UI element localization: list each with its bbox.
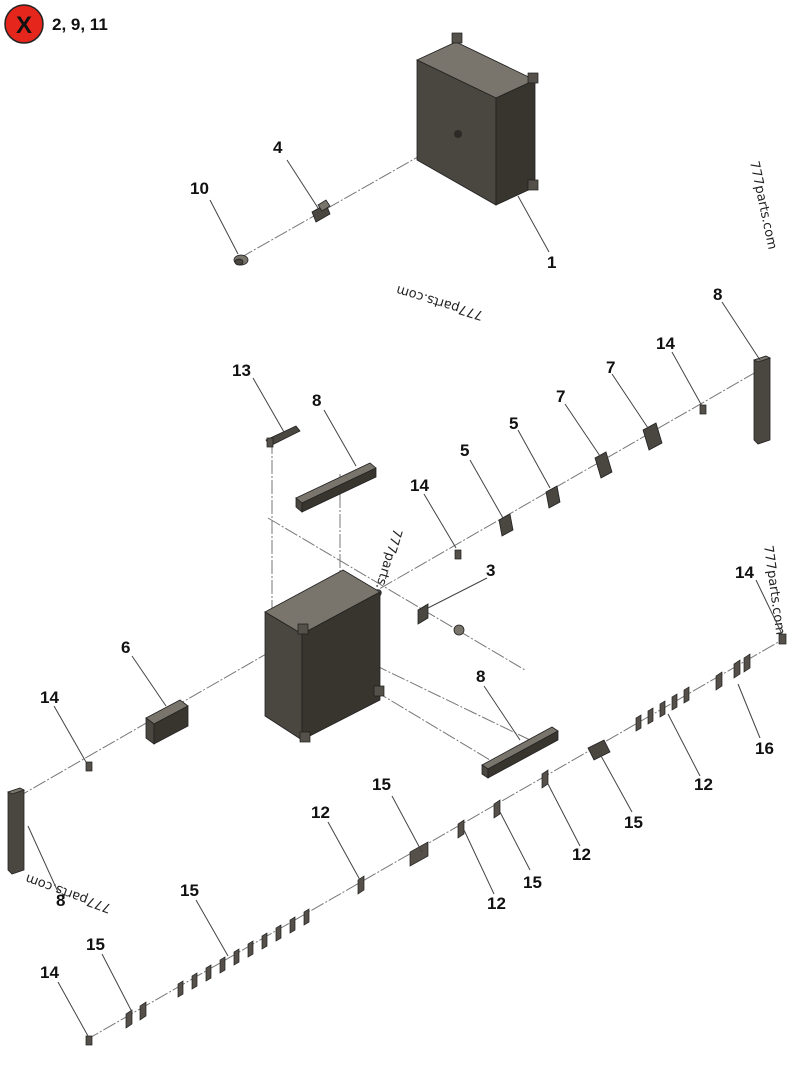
callout-15: 15	[180, 881, 199, 900]
callout-15: 15	[523, 873, 542, 892]
clip-part-12-mid	[541, 769, 549, 789]
clip-part-7-a	[594, 451, 613, 479]
clip-part-5-a	[498, 513, 514, 537]
callout-5: 5	[460, 441, 469, 460]
callout-5: 5	[509, 414, 518, 433]
watermark: 777parts.com	[395, 282, 486, 323]
excluded-items-text: 2, 9, 11	[52, 15, 108, 34]
block-part-15	[587, 739, 611, 761]
watermark: 777parts.com	[24, 870, 114, 915]
watermark: 777parts.com	[746, 160, 779, 251]
channel-part-8-lower	[481, 726, 559, 779]
callout-8: 8	[713, 285, 722, 304]
middle-assembly	[6, 301, 772, 893]
cap-part-14-bottom	[85, 1035, 93, 1046]
clip-part-4	[311, 199, 331, 223]
clip-part-15-c	[493, 799, 501, 819]
callout-10: 10	[190, 179, 209, 198]
callout-14: 14	[410, 476, 429, 495]
clips-part-15-left	[125, 1001, 147, 1029]
cap-part-14-mid	[454, 549, 462, 560]
callout-14: 14	[656, 334, 675, 353]
callout-8: 8	[312, 391, 321, 410]
x-circle-icon	[4, 4, 44, 44]
box-part-1	[416, 32, 539, 206]
callout-12: 12	[311, 803, 330, 822]
box-part-center	[264, 569, 385, 743]
clip-part-15-mid	[409, 841, 429, 867]
block-part-8-top-right	[752, 355, 772, 445]
block-part-8-left	[6, 787, 26, 875]
clip-part-5-b	[545, 485, 561, 509]
callout-1: 1	[547, 253, 556, 272]
watermark: 777parts.com	[760, 544, 787, 635]
clips-part-15-long	[177, 908, 310, 998]
cap-part-10	[233, 254, 249, 266]
callout-8: 8	[56, 891, 65, 910]
channel-part-8-upper	[295, 462, 377, 513]
callout-3: 3	[486, 561, 495, 580]
callout-13: 13	[232, 361, 251, 380]
callout-14: 14	[40, 963, 59, 982]
callout-14: 14	[735, 563, 754, 582]
callout-15: 15	[86, 935, 105, 954]
callout-15: 15	[372, 775, 391, 794]
excluded-items-badge: X 2, 9, 11	[4, 4, 108, 44]
clip-part-7-b	[642, 422, 663, 451]
callout-12: 12	[572, 845, 591, 864]
clips-part-16	[715, 653, 751, 691]
callout-numbers: 1 4 10 8 14 7 7 5 5 13 8 14 3 6 14 14 16…	[40, 138, 774, 982]
cap-part-14-right	[778, 633, 787, 645]
bracket-part-3	[417, 603, 465, 636]
clip-part-12-d	[357, 875, 365, 895]
top-assembly	[209, 32, 550, 266]
callout-12: 12	[694, 775, 713, 794]
clip-part-12-c	[457, 819, 465, 839]
callout-8: 8	[476, 667, 485, 686]
cap-part-14-top	[699, 404, 707, 415]
callout-16: 16	[755, 739, 774, 758]
clips-part-12-right	[635, 686, 690, 732]
callout-7: 7	[606, 358, 615, 377]
callout-12: 12	[487, 894, 506, 913]
callout-15: 15	[624, 813, 643, 832]
callout-6: 6	[121, 638, 130, 657]
callout-7: 7	[556, 387, 565, 406]
housing-part-6	[145, 699, 189, 745]
lower-assembly	[57, 579, 787, 1046]
cap-part-14-left	[85, 761, 93, 772]
callout-4: 4	[273, 138, 283, 157]
x-symbol: X	[16, 12, 32, 39]
callout-14: 14	[40, 688, 59, 707]
bracket-part-13	[265, 425, 301, 448]
